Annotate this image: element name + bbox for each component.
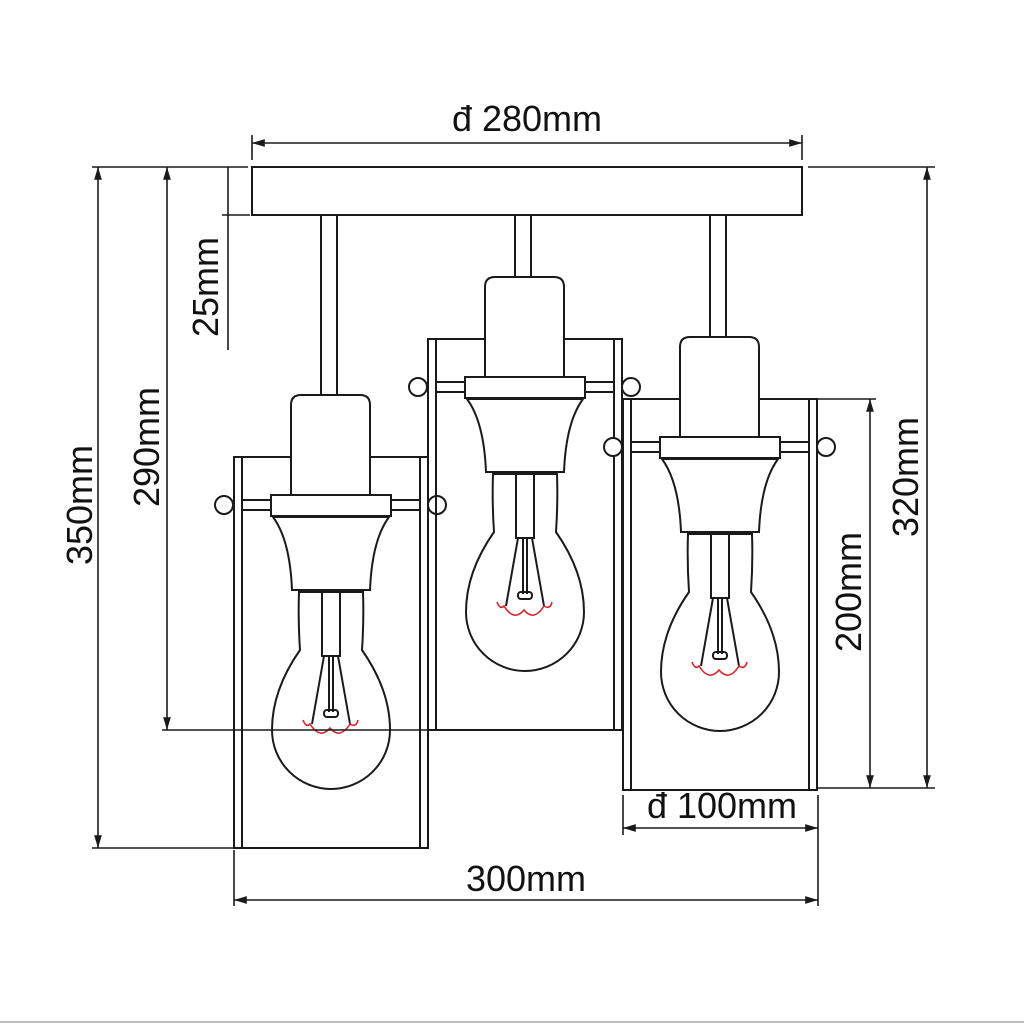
total-width-label: 300mm xyxy=(466,858,586,899)
shade-diameter-label: đ 100mm xyxy=(647,785,797,826)
stems xyxy=(320,214,727,396)
right-lamp-height-label: 320mm xyxy=(885,417,926,537)
shade-height-label: 200mm xyxy=(828,532,869,652)
left-lamp xyxy=(214,394,447,849)
ceiling-plate xyxy=(251,166,803,216)
dimension-lines xyxy=(92,135,935,906)
total-height-label: 350mm xyxy=(59,445,100,565)
plate-thickness-label: 25mm xyxy=(185,237,226,337)
plate-diameter-label: đ 280mm xyxy=(452,98,602,139)
right-lamp xyxy=(603,336,836,791)
left-lamp-height-label: 290mm xyxy=(126,387,167,507)
